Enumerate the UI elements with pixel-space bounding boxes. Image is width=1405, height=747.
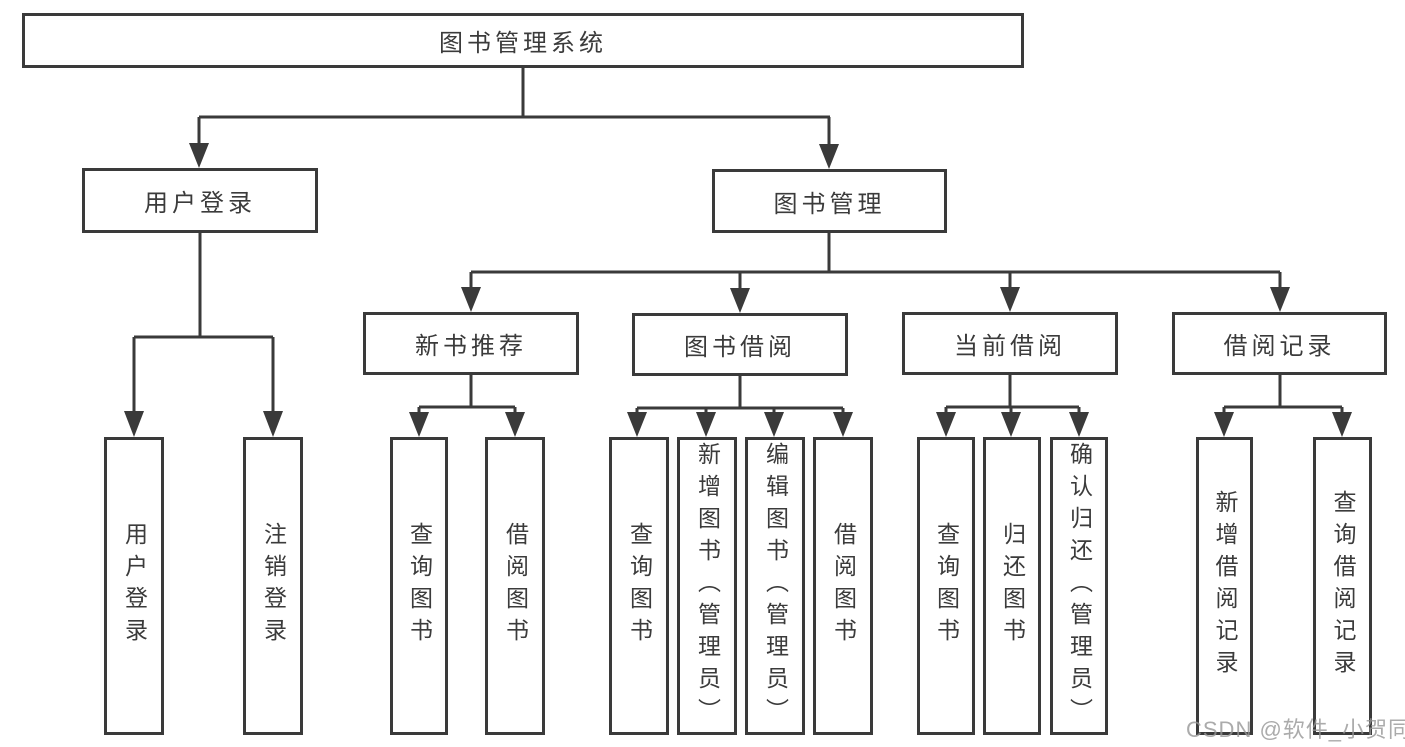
connector-new-book-rec-leaves xyxy=(409,375,525,437)
node-label: 图书管理 xyxy=(773,190,886,218)
node-label: 借阅图书 xyxy=(830,522,857,650)
connector-book-mgmt-to-level3 xyxy=(461,233,1290,313)
node-label: 查询图书 xyxy=(406,522,433,650)
node-new-book-recommend: 新书推荐 xyxy=(363,312,579,375)
node-label: 新增图书（管理员） xyxy=(694,442,721,730)
node-label: 查询图书 xyxy=(626,522,653,650)
leaf-add-books-admin: 新增图书（管理员） xyxy=(677,437,737,735)
connector-book-borrow-leaves xyxy=(627,376,853,437)
leaf-return-books: 归还图书 xyxy=(983,437,1041,735)
node-book-management: 图书管理 xyxy=(712,169,947,233)
leaf-query-borrow-record: 查询借阅记录 xyxy=(1313,437,1372,735)
node-user-login: 用户登录 xyxy=(82,168,318,233)
node-label: 编辑图书（管理员） xyxy=(762,442,789,730)
leaf-query-books-current: 查询图书 xyxy=(917,437,975,735)
node-label: 新书推荐 xyxy=(415,333,527,360)
leaf-query-books-borrowing: 查询图书 xyxy=(609,437,669,735)
node-label: 当前借阅 xyxy=(954,333,1066,360)
node-label: 图书借阅 xyxy=(684,334,796,361)
connector-current-borrow-leaves xyxy=(936,375,1089,437)
leaf-borrow-books-recommend: 借阅图书 xyxy=(485,437,545,735)
leaf-edit-books-admin: 编辑图书（管理员） xyxy=(745,437,805,735)
node-borrowing-records: 借阅记录 xyxy=(1172,312,1387,375)
node-label: 新增借阅记录 xyxy=(1212,490,1238,682)
connector-borrow-records-leaves xyxy=(1214,375,1352,437)
connector-root-to-level2 xyxy=(189,68,839,169)
node-label: 借阅记录 xyxy=(1223,333,1336,360)
node-current-borrowing: 当前借阅 xyxy=(902,312,1118,375)
node-library-system-root: 图书管理系统 xyxy=(22,13,1024,68)
leaf-confirm-return-admin: 确认归还（管理员） xyxy=(1050,437,1108,735)
csdn-watermark: CSDN @软件_小贺同学 xyxy=(1186,717,1405,742)
connector-user-login-branch xyxy=(124,233,283,437)
node-label: 确认归还（管理员） xyxy=(1066,442,1093,730)
node-label: 注销登录 xyxy=(260,522,287,650)
leaf-user-login: 用户登录 xyxy=(104,437,164,735)
leaf-add-borrow-record: 新增借阅记录 xyxy=(1196,437,1253,735)
node-label: 用户登录 xyxy=(144,190,256,217)
node-label: 查询借阅记录 xyxy=(1330,490,1356,682)
leaf-query-books-recommend: 查询图书 xyxy=(390,437,448,735)
node-label: 归还图书 xyxy=(999,522,1026,650)
node-book-borrowing: 图书借阅 xyxy=(632,313,848,376)
node-label: 借阅图书 xyxy=(502,522,529,650)
leaf-borrow-books: 借阅图书 xyxy=(813,437,873,735)
node-label: 查询图书 xyxy=(933,522,960,650)
leaf-logout: 注销登录 xyxy=(243,437,303,735)
node-label: 图书管理系统 xyxy=(439,30,607,57)
node-label: 用户登录 xyxy=(121,522,148,650)
